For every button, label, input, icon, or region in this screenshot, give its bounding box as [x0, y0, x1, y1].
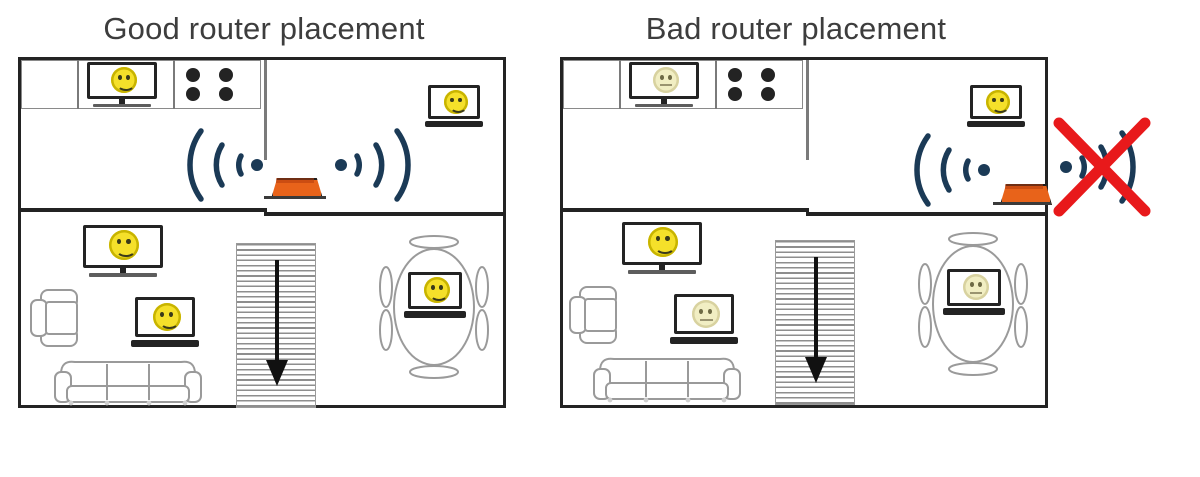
interior-wall-vertical-top — [806, 60, 809, 160]
burner-icon — [219, 87, 233, 101]
bedroom-laptop — [425, 85, 483, 127]
laptop-base — [967, 120, 1025, 127]
stove-hob — [723, 65, 793, 105]
kitchen-tv — [87, 62, 157, 110]
burner-icon — [186, 68, 200, 82]
burner-icon — [728, 87, 742, 101]
sofa — [53, 356, 203, 408]
wifi-router — [1000, 184, 1052, 205]
interior-wall-horizontal-left — [21, 208, 267, 212]
burner-icon — [186, 87, 200, 101]
interior-wall-horizontal-right — [806, 212, 1045, 216]
panel-title-good: Good router placement — [103, 11, 425, 46]
dining-table-laptop — [404, 272, 466, 318]
smiley-happy-icon — [986, 90, 1010, 114]
wifi-signal-left — [908, 130, 994, 210]
laptop-base — [131, 339, 199, 347]
bedroom-laptop — [967, 85, 1025, 127]
smiley-happy-icon — [109, 230, 139, 260]
tv-base — [634, 103, 694, 108]
stairs-direction-arrow-icon — [264, 260, 290, 390]
wifi-signal-right — [331, 125, 417, 205]
burner-icon — [761, 87, 775, 101]
tv-neck — [661, 99, 667, 104]
burner-icon — [219, 68, 233, 82]
living-room-laptop — [131, 297, 199, 347]
burner-icon — [728, 68, 742, 82]
router-shelf — [993, 202, 1051, 205]
interior-wall-horizontal-right — [264, 212, 503, 216]
smiley-happy-icon — [444, 90, 468, 114]
armchair — [29, 288, 81, 348]
counter-divider-2 — [715, 60, 717, 109]
tv-neck — [119, 267, 127, 273]
smiley-happy-icon — [111, 67, 137, 93]
tv-base — [92, 103, 152, 108]
floor-plan-bad — [560, 57, 1052, 408]
panel-bad-router-placement: Bad router placement — [556, 0, 1151, 420]
floor-plan-good — [18, 57, 506, 408]
tv-base — [89, 272, 157, 277]
interior-wall-vertical-top — [264, 60, 267, 160]
counter-divider-1 — [77, 60, 79, 109]
living-room-tv — [83, 225, 163, 280]
counter-divider-2 — [173, 60, 175, 109]
stove-hob — [181, 65, 251, 105]
interior-wall-horizontal-left — [563, 208, 809, 212]
red-x-blocked-icon — [1050, 114, 1154, 220]
panel-good-router-placement: Good router placement — [14, 0, 514, 420]
wifi-signal-left — [181, 125, 267, 205]
tv-screen — [629, 62, 699, 100]
router-top-stripe — [275, 178, 315, 183]
laptop-screen — [407, 272, 463, 309]
panel-title-bad: Bad router placement — [645, 11, 947, 46]
smiley-happy-icon — [153, 303, 181, 331]
counter-divider-1 — [619, 60, 621, 109]
smiley-happy-icon — [424, 277, 450, 303]
smiley-neutral-icon — [653, 67, 679, 93]
burner-icon — [761, 68, 775, 82]
kitchen-tv — [629, 62, 699, 110]
laptop-base — [425, 120, 483, 127]
router-shelf — [264, 196, 326, 199]
tv-neck — [119, 99, 125, 104]
wifi-router — [271, 178, 323, 199]
router-top-stripe — [1004, 184, 1044, 189]
laptop-base — [404, 311, 466, 318]
